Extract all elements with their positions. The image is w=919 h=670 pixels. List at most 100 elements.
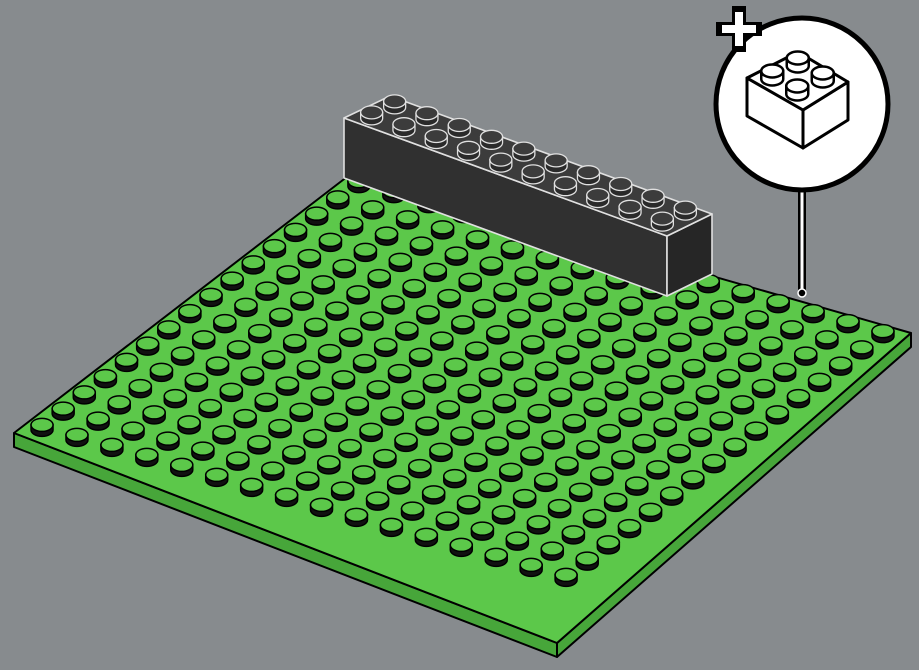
brick-stud <box>448 119 470 138</box>
stud-top <box>508 310 530 323</box>
stud-top <box>283 446 305 459</box>
baseplate-stud <box>466 342 488 360</box>
baseplate-stud <box>570 483 592 501</box>
stud-top <box>206 468 228 481</box>
stud-top <box>235 298 257 311</box>
stud-top <box>599 313 621 326</box>
baseplate-stud <box>269 420 291 438</box>
stud-top <box>774 363 796 376</box>
stud-top <box>662 376 684 389</box>
brick-stud <box>619 200 641 219</box>
baseplate-stud <box>438 290 460 308</box>
baseplate-stud <box>221 272 243 290</box>
stud-top <box>306 207 328 220</box>
stud-top <box>627 366 649 379</box>
baseplate-stud <box>375 338 397 356</box>
stud-top <box>731 396 753 409</box>
baseplate-stud <box>220 383 242 401</box>
baseplate-stud <box>549 500 571 518</box>
baseplate-stud <box>416 417 438 435</box>
baseplate-stud <box>473 300 495 318</box>
baseplate-stud <box>703 455 725 473</box>
stud-top <box>339 440 361 453</box>
stud-top <box>529 293 551 306</box>
baseplate-stud <box>333 260 355 278</box>
mini-brick-stud <box>787 52 809 73</box>
baseplate-stud <box>305 318 327 336</box>
stud-top <box>179 305 201 318</box>
stud-top <box>542 431 564 444</box>
brick-stud <box>384 95 406 114</box>
baseplate-stud <box>402 502 424 520</box>
baseplate-stud <box>234 410 256 428</box>
baseplate-stud <box>241 478 263 496</box>
stud-top <box>592 356 614 369</box>
baseplate-stud <box>298 250 320 268</box>
stud-top <box>732 285 754 298</box>
baseplate-stud <box>312 276 334 294</box>
brick-stud <box>393 118 415 137</box>
baseplate-stud <box>318 456 340 474</box>
stud-top <box>374 450 396 463</box>
stud-top <box>577 441 599 454</box>
baseplate-stud <box>306 207 328 225</box>
baseplate-stud <box>745 422 767 440</box>
stud-top <box>284 335 306 348</box>
stud-top <box>837 315 859 328</box>
baseplate-stud <box>725 327 747 345</box>
stud-top <box>675 402 697 415</box>
baseplate-stud <box>171 458 193 476</box>
brick-stud <box>587 189 609 208</box>
stud-top <box>290 403 312 416</box>
baseplate-stud <box>648 350 670 368</box>
baseplate-stud <box>263 351 285 369</box>
baseplate-stud <box>718 370 740 388</box>
stud-top <box>555 568 577 581</box>
baseplate-stud <box>66 428 88 446</box>
baseplate-stud <box>535 473 557 491</box>
stud-top <box>696 386 718 399</box>
stud-top <box>436 512 458 525</box>
baseplate-stud <box>227 452 249 470</box>
stud-top <box>178 416 200 429</box>
stud-top <box>311 498 333 511</box>
baseplate-stud <box>291 292 313 310</box>
stud-top <box>507 421 529 434</box>
baseplate-stud <box>432 221 454 239</box>
stud-top <box>655 307 677 320</box>
stud-top <box>851 341 873 354</box>
stud-top <box>276 488 298 501</box>
baseplate-stud <box>157 432 179 450</box>
stud-top <box>802 305 824 318</box>
stud-top <box>549 500 571 513</box>
baseplate-stud <box>403 280 425 298</box>
stud-top <box>389 365 411 378</box>
baseplate-stud <box>683 360 705 378</box>
baseplate-stud <box>354 243 376 261</box>
stud-top <box>207 357 229 370</box>
baseplate-stud <box>450 538 472 556</box>
stud-top <box>318 456 340 469</box>
baseplate-stud <box>423 375 445 393</box>
baseplate-stud <box>830 357 852 375</box>
stud-top <box>312 276 334 289</box>
baseplate-stud <box>150 363 172 381</box>
baseplate-stud <box>654 418 676 436</box>
baseplate-stud <box>380 518 402 536</box>
stud-top <box>430 443 452 456</box>
stud-top <box>452 316 474 329</box>
baseplate-stud <box>598 425 620 443</box>
callout-leader-dot <box>798 289 806 297</box>
mini-brick-stud <box>812 67 834 88</box>
baseplate-stud <box>285 223 307 241</box>
baseplate-stud <box>661 487 683 505</box>
stud-top <box>432 221 454 234</box>
stud-top <box>416 107 438 120</box>
baseplate-stud <box>837 315 859 333</box>
baseplate-stud <box>506 532 528 550</box>
baseplate-stud <box>746 311 768 329</box>
stud-top <box>612 451 634 464</box>
baseplate-stud <box>389 253 411 271</box>
stud-top <box>761 65 783 78</box>
stud-top <box>416 417 438 430</box>
